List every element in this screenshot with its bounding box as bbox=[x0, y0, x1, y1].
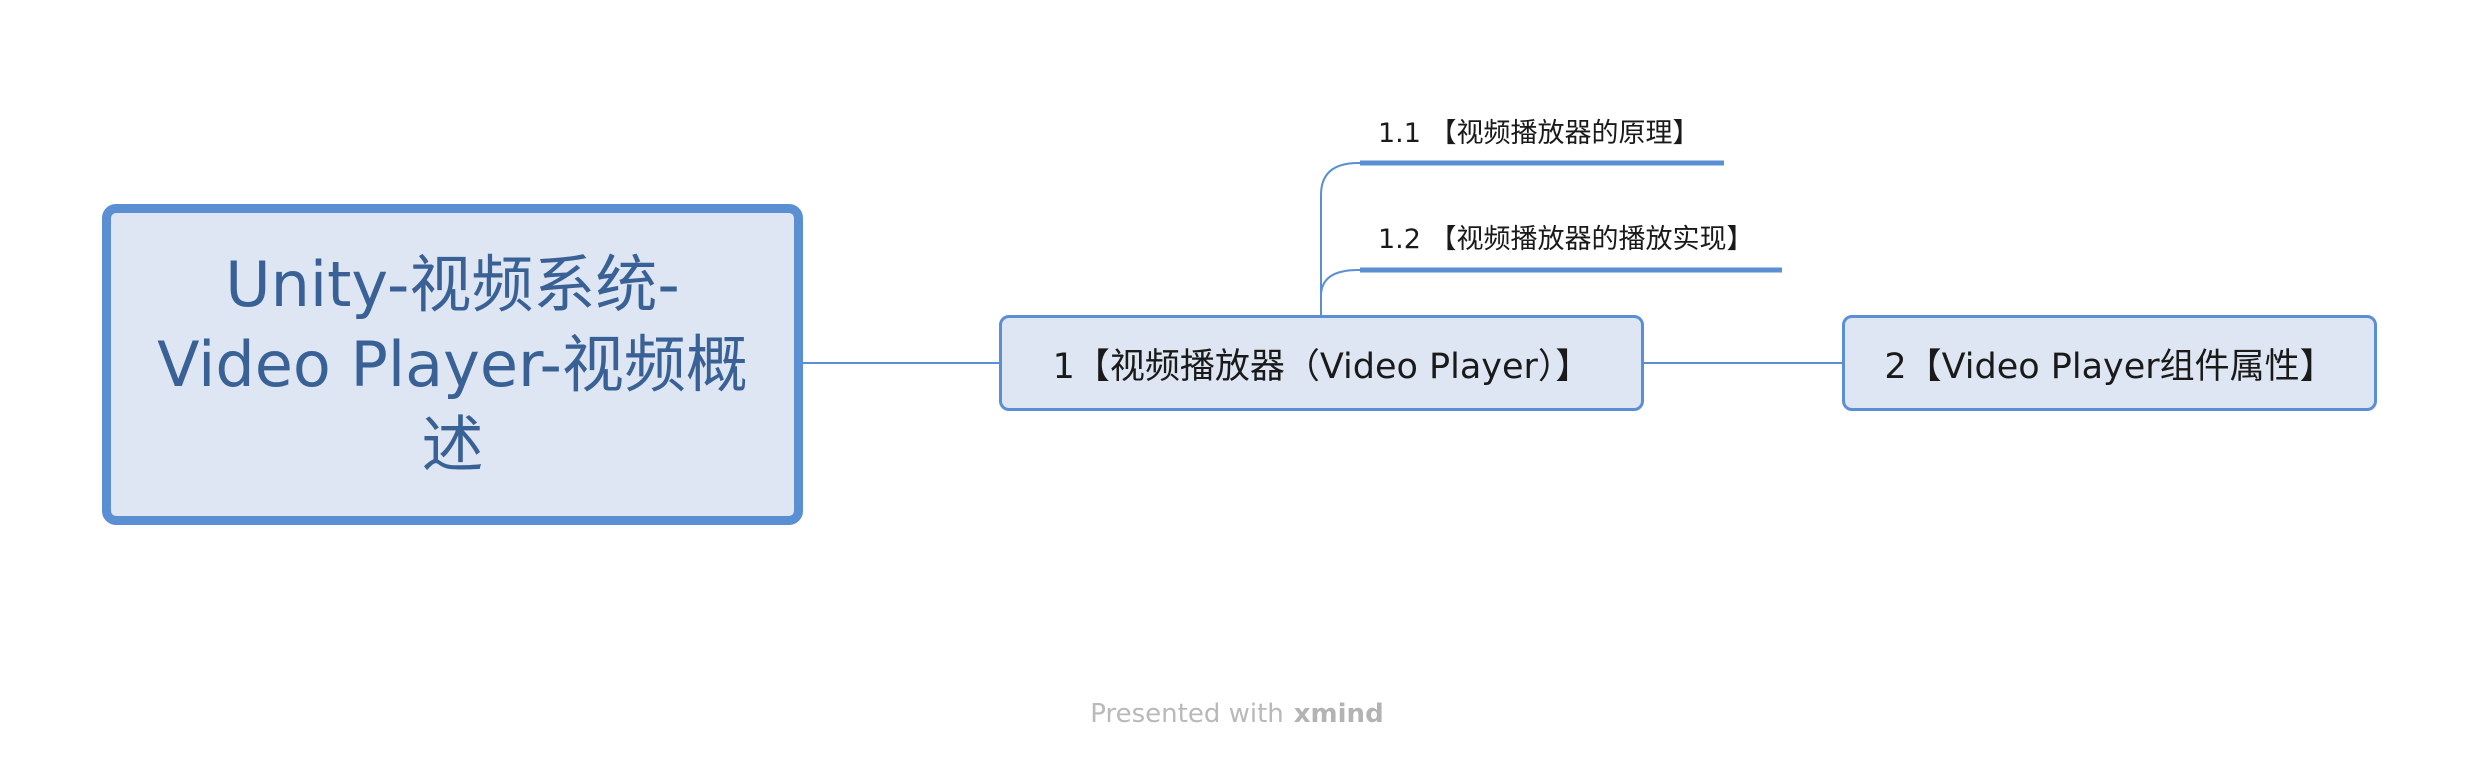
subtopic-principle[interactable]: 1.1 【视频播放器的原理】 bbox=[1378, 110, 1700, 150]
central-topic-line-2: Video Player-视频概 bbox=[157, 327, 748, 401]
topic-video-player[interactable]: 1【视频播放器（Video Player）】 bbox=[999, 315, 1644, 411]
subtopic-principle-label: 1.1 【视频播放器的原理】 bbox=[1378, 117, 1700, 149]
connector-topic-1-to-subtopic-1 bbox=[1320, 162, 1362, 315]
subtopic-playback-implementation-label: 1.2 【视频播放器的播放实现】 bbox=[1378, 223, 1754, 255]
topic-component-properties[interactable]: 2【Video Player组件属性】 bbox=[1842, 315, 2377, 411]
subtopic-playback-implementation[interactable]: 1.2 【视频播放器的播放实现】 bbox=[1378, 216, 1754, 256]
connector-topic-1-to-subtopic-2 bbox=[1320, 269, 1362, 315]
central-topic-line-3: 述 bbox=[421, 407, 484, 481]
footer-prefix: Presented with bbox=[1090, 699, 1284, 729]
central-topic-line-1: Unity-视频系统- bbox=[225, 247, 680, 321]
footer-credit: Presented with xmind bbox=[0, 696, 2474, 732]
xmind-logo: xmind bbox=[1293, 699, 1384, 729]
central-topic[interactable]: Unity-视频系统- Video Player-视频概 述 bbox=[102, 204, 803, 525]
central-topic-text: Unity-视频系统- Video Player-视频概 述 bbox=[157, 245, 748, 485]
topic-component-properties-label: 2【Video Player组件属性】 bbox=[1884, 346, 2335, 387]
topic-video-player-label: 1【视频播放器（Video Player）】 bbox=[1052, 346, 1591, 387]
